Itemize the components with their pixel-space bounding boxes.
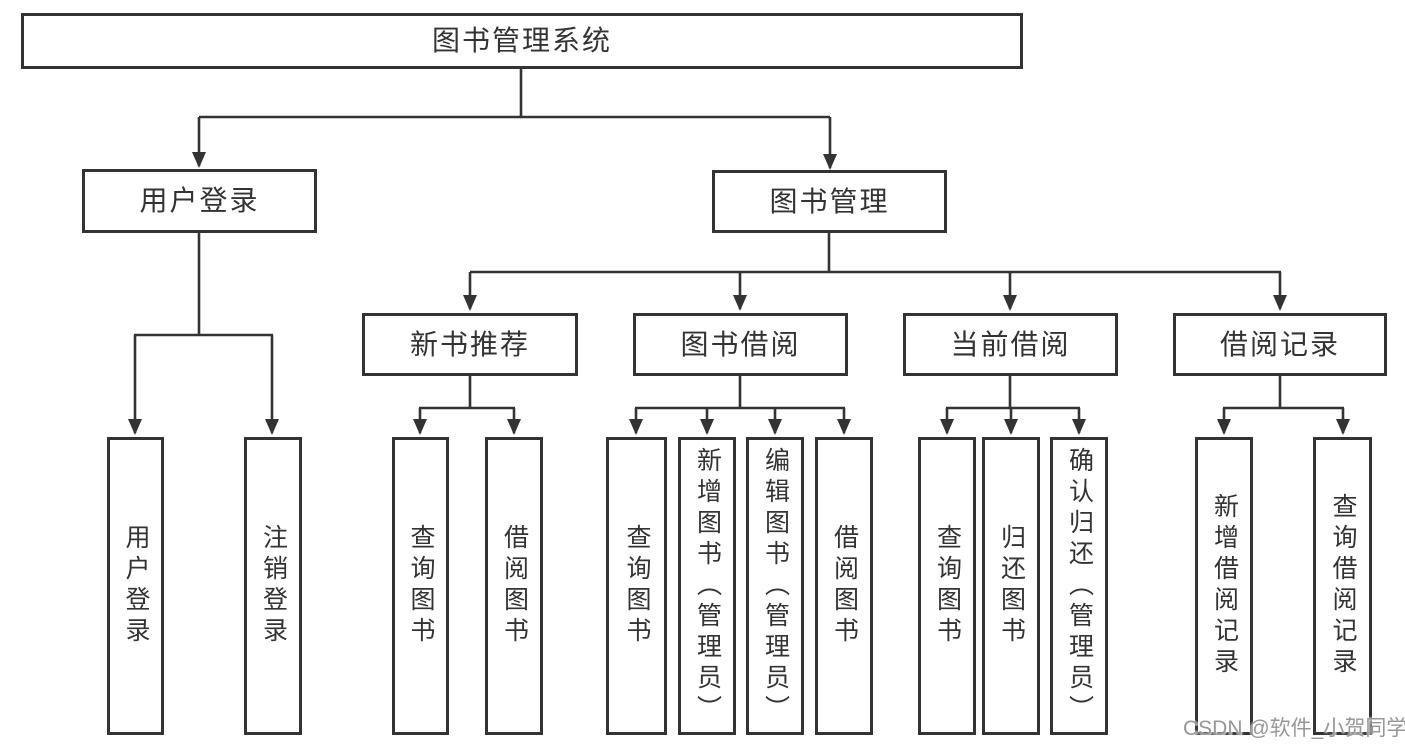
leaf-query-books-borrowing: 查询图书 [606,437,667,735]
node-current-borrowing: 当前借阅 [903,313,1118,376]
leaf-query-books-recommend: 查询图书 [392,437,449,735]
leaf-edit-book-admin: 编辑图书（管理员） [746,437,804,735]
tree-arrow-lines [128,117,1350,435]
node-user-login: 用户登录 [82,169,317,233]
leaf-borrow-books-borrowing: 借阅图书 [815,437,873,735]
leaf-add-borrow-record: 新增借阅记录 [1195,437,1253,735]
leaf-query-borrow-record: 查询借阅记录 [1313,437,1372,735]
node-borrowing-records: 借阅记录 [1173,313,1387,376]
leaf-user-login: 用户登录 [107,437,164,735]
node-book-borrowing: 图书借阅 [633,313,848,376]
leaf-logout-login: 注销登录 [244,437,302,735]
node-library-system: 图书管理系统 [21,13,1023,69]
leaf-query-books-current: 查询图书 [918,437,976,735]
leaf-return-book: 归还图书 [982,437,1040,735]
leaf-confirm-return-admin: 确认归还（管理员） [1050,437,1108,735]
leaf-borrow-books-recommend: 借阅图书 [485,437,543,735]
node-book-management: 图书管理 [712,170,947,233]
tree-branch-lines [134,69,1344,410]
csdn-watermark: CSDN @软件_小贺同学 [1183,717,1405,740]
node-new-book-recommendation: 新书推荐 [362,313,578,376]
leaf-add-book-admin: 新增图书（管理员） [678,437,736,735]
